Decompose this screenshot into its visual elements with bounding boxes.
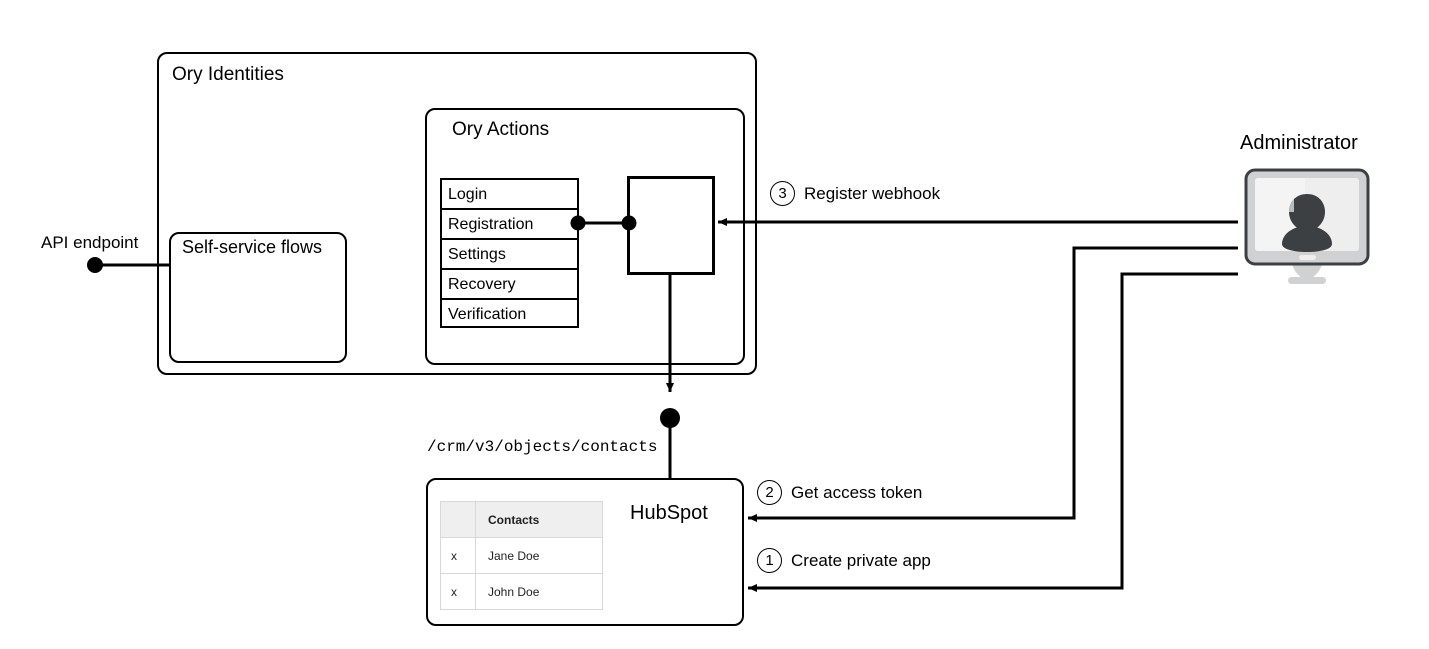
contacts-table-header-contacts: Contacts: [475, 501, 603, 538]
contacts-row-name: John Doe: [475, 573, 603, 610]
step-3-label: Register webhook: [804, 183, 941, 203]
flow-item-recovery[interactable]: Recovery: [442, 270, 577, 300]
step-3-register-webhook: 3 Register webhook: [770, 181, 940, 206]
container-self-service-flows-title: Self-service flows: [182, 237, 323, 257]
contacts-table-header-row: Contacts: [440, 501, 603, 538]
webhook-node: [627, 176, 715, 275]
step-1-number: 1: [757, 548, 782, 573]
flow-item-settings[interactable]: Settings: [442, 240, 577, 270]
table-row[interactable]: x John Doe: [440, 573, 603, 610]
container-ory-actions-title: Ory Actions: [452, 119, 550, 140]
monitor-user-icon: [1242, 168, 1372, 288]
administrator-label: Administrator: [1240, 132, 1358, 154]
api-endpoint-label: API endpoint: [41, 233, 139, 252]
flow-item-registration[interactable]: Registration: [442, 210, 577, 240]
step-1-label: Create private app: [791, 550, 931, 570]
step-3-number: 3: [770, 181, 795, 206]
contacts-table: Contacts x Jane Doe x John Doe: [440, 501, 603, 610]
wire-step-2-get-access-token: [748, 246, 1238, 522]
step-2-number: 2: [757, 480, 782, 505]
container-ory-identities-title: Ory Identities: [172, 64, 284, 85]
hubspot-request-dot: [660, 408, 680, 428]
flow-item-verification[interactable]: Verification: [448, 306, 527, 323]
step-1-create-private-app: 1 Create private app: [757, 548, 931, 573]
contacts-row-tick: x: [440, 573, 476, 610]
container-self-service-flows: [169, 232, 347, 363]
step-2-get-access-token: 2 Get access token: [757, 480, 922, 505]
api-endpoint-dot: [87, 257, 103, 273]
contacts-table-header-blank: [440, 501, 476, 538]
contacts-row-name: Jane Doe: [475, 537, 603, 574]
table-row[interactable]: x Jane Doe: [440, 537, 603, 574]
api-path-label: /crm/v3/objects/contacts: [427, 438, 658, 456]
step-2-label: Get access token: [791, 482, 923, 502]
wire-step-1-create-private-app: [748, 272, 1238, 592]
container-hubspot-title: HubSpot: [630, 502, 708, 524]
contacts-row-tick: x: [440, 537, 476, 574]
flow-list: Login Registration Settings Recovery Ver…: [440, 178, 579, 328]
flow-item-login[interactable]: Login: [442, 180, 577, 210]
